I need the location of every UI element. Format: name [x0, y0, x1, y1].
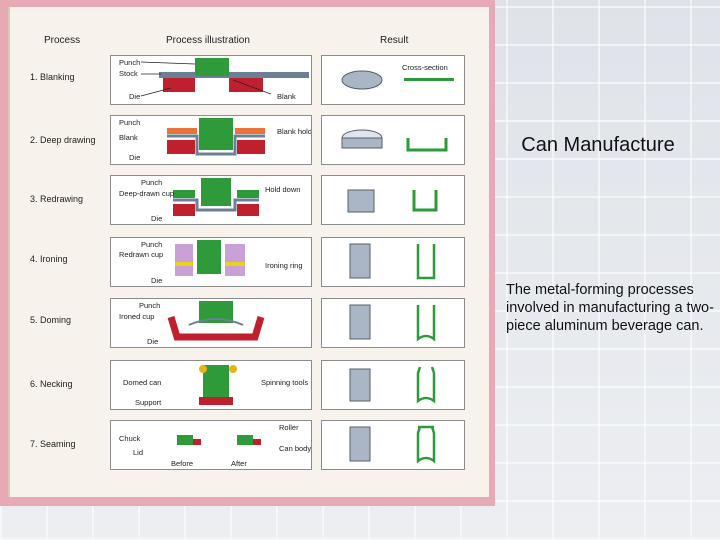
illustration-seaming: Chuck Lid Before After Roller Can body — [110, 420, 312, 470]
illustration-doming: Punch Ironed cup Die — [110, 298, 312, 348]
result-seaming — [321, 420, 465, 470]
svg-text:Support: Support — [135, 398, 162, 407]
label-cross-section: Cross-section — [402, 63, 448, 72]
svg-text:Chuck: Chuck — [119, 434, 141, 443]
svg-text:Can body: Can body — [279, 444, 311, 453]
step-label-ironing: 4. Ironing — [30, 254, 68, 264]
svg-text:Ironed cup: Ironed cup — [119, 312, 154, 321]
svg-text:Domed can: Domed can — [123, 378, 161, 387]
svg-text:Blank holder: Blank holder — [277, 127, 312, 136]
svg-text:Deep-drawn cup: Deep-drawn cup — [119, 189, 174, 198]
header-illustration: Process illustration — [166, 35, 250, 46]
label-blank: Blank — [277, 92, 296, 101]
label-stock: Stock — [119, 69, 138, 78]
result-ironing — [321, 237, 465, 287]
svg-text:After: After — [231, 459, 247, 468]
step-label-blanking: 1. Blanking — [30, 72, 75, 82]
illustration-ironing: Punch Redrawn cup Die Ironing ring — [110, 237, 312, 287]
result-doming — [321, 298, 465, 348]
result-redrawing — [321, 175, 465, 225]
svg-text:Punch: Punch — [141, 178, 162, 187]
header-result: Result — [380, 35, 408, 46]
label-die: Die — [129, 92, 140, 101]
illustration-deep-drawing: Punch Blank Die Blank holder — [110, 115, 312, 165]
svg-text:Die: Die — [129, 153, 140, 162]
step-label-necking: 6. Necking — [30, 379, 73, 389]
step-label-seaming: 7. Seaming — [30, 439, 76, 449]
svg-text:Roller: Roller — [279, 423, 299, 432]
illustration-redrawing: Punch Deep-drawn cup Die Hold down — [110, 175, 312, 225]
svg-text:Die: Die — [151, 276, 162, 285]
header-process: Process — [44, 35, 80, 46]
result-necking — [321, 360, 465, 410]
svg-text:Spinning tools: Spinning tools — [261, 378, 308, 387]
illustration-necking: Domed can Support Spinning tools — [110, 360, 312, 410]
slide-title: Can Manufacture — [510, 132, 686, 158]
svg-text:Blank: Blank — [119, 133, 138, 142]
result-blanking: Cross-section — [321, 55, 465, 105]
svg-text:Die: Die — [151, 214, 162, 223]
process-figure: Process Process illustration Result 1. B… — [0, 0, 495, 506]
result-deep-drawing — [321, 115, 465, 165]
svg-text:Die: Die — [147, 337, 158, 346]
step-label-doming: 5. Doming — [30, 315, 71, 325]
svg-text:Hold down: Hold down — [265, 185, 300, 194]
step-label-redrawing: 3. Redrawing — [30, 194, 83, 204]
step-label-deep-drawing: 2. Deep drawing — [30, 135, 96, 145]
svg-text:Before: Before — [171, 459, 193, 468]
svg-text:Punch: Punch — [139, 301, 160, 310]
svg-text:Punch: Punch — [141, 240, 162, 249]
label-punch: Punch — [119, 58, 140, 67]
svg-text:Redrawn cup: Redrawn cup — [119, 250, 163, 259]
svg-text:Punch: Punch — [119, 118, 140, 127]
svg-text:Ironing ring: Ironing ring — [265, 261, 303, 270]
svg-text:Lid: Lid — [133, 448, 143, 457]
illustration-blanking: Punch Stock Die Blank — [110, 55, 312, 105]
slide-caption: The metal-forming processes involved in … — [506, 281, 716, 335]
